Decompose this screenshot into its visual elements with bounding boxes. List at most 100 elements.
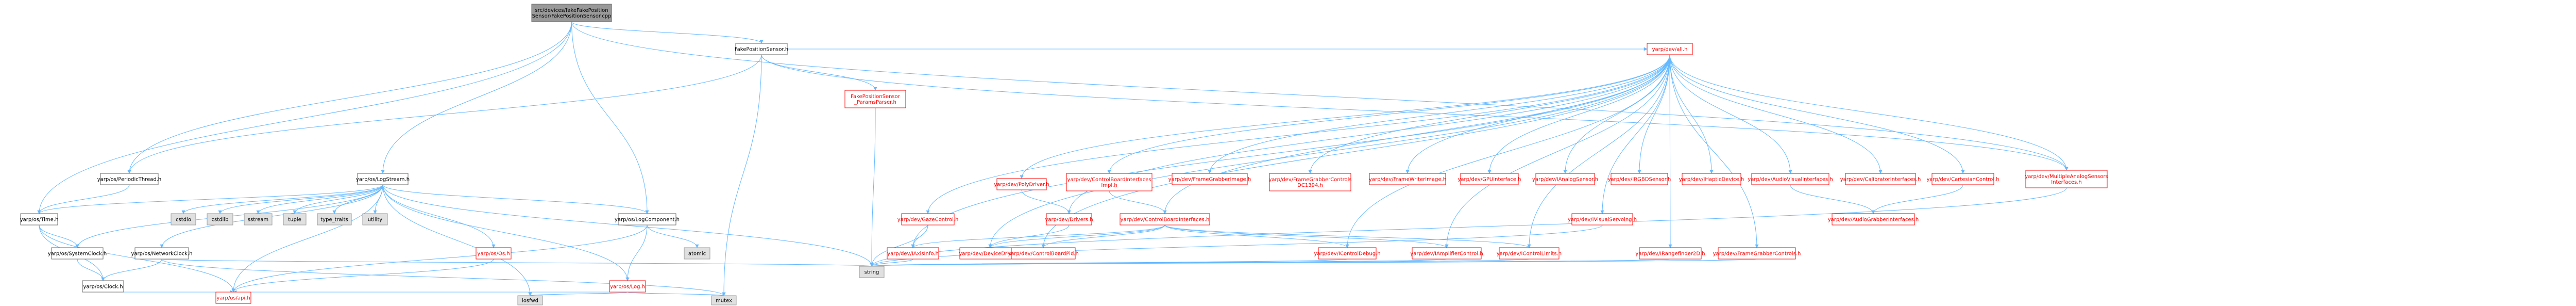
node-box xyxy=(1832,213,1915,226)
edge-root-to-multianalog xyxy=(571,21,2069,171)
node-framegrabberimage[interactable]: yarp/dev/FrameGrabberImage.h xyxy=(1168,173,1251,185)
node-calibrator[interactable]: yarp/dev/CalibratorInterfaces.h xyxy=(1840,173,1921,185)
edge-fps_h-to-fps_params xyxy=(761,54,877,91)
node-label: src/devices/fakeFakePosition xyxy=(535,8,608,13)
node-tuple: tuple xyxy=(283,213,307,226)
node-amplifiercontrol[interactable]: yarp/dev/IAmplifierControl.h xyxy=(1410,247,1483,260)
node-log[interactable]: yarp/os/Log.h xyxy=(609,280,646,293)
node-box xyxy=(1931,173,1994,185)
node-analogsensor[interactable]: yarp/dev/IAnalogSensor.h xyxy=(1532,173,1598,185)
node-box xyxy=(1535,173,1595,185)
node-box xyxy=(1647,43,1693,55)
node-os_h[interactable]: yarp/os/Os.h xyxy=(476,247,512,260)
node-box xyxy=(51,247,104,260)
node-box xyxy=(1682,173,1741,185)
node-iosfwd: iosfwd xyxy=(517,295,543,305)
node-box xyxy=(134,247,189,260)
node-gpuinterface[interactable]: yarp/dev/GPUInterface.h xyxy=(1458,173,1521,185)
node-framewriterimage[interactable]: yarp/dev/FrameWriterImage.h xyxy=(1369,173,1446,185)
edge-all_h-to-cartesian xyxy=(1669,54,1965,174)
edge-all_h-to-controldebug xyxy=(1345,54,1670,248)
node-root[interactable]: src/devices/fakeFakePositionSensor/FakeP… xyxy=(531,4,612,22)
node-hapticdevice[interactable]: yarp/dev/IHapticDevice.h xyxy=(1679,173,1744,185)
node-label: yarp/os/Os.h xyxy=(477,251,510,257)
node-box xyxy=(1369,173,1446,185)
node-label: yarp/os/NetworkClock.h xyxy=(131,251,192,257)
node-label: yarp/dev/ControlBoardInterfaces xyxy=(1067,177,1151,183)
node-rangefinder2d[interactable]: yarp/dev/IRangefinder2D.h xyxy=(1635,247,1705,260)
node-box xyxy=(1318,247,1377,260)
node-box xyxy=(357,173,409,185)
edge-root-to-fps_h xyxy=(571,21,764,44)
node-label: yarp/dev/IVisualServoing.h xyxy=(1568,217,1637,223)
edge-logcomponent-to-api xyxy=(231,224,648,293)
node-controldebug[interactable]: yarp/dev/IControlDebug.h xyxy=(1314,247,1381,260)
edge-fgcontrols-to-string xyxy=(871,259,1757,267)
node-box xyxy=(1066,173,1153,191)
node-label: yarp/dev/GazeControl.h xyxy=(897,217,959,223)
node-label: yarp/os/PeriodicThread.h xyxy=(97,177,162,183)
node-cartesian[interactable]: yarp/dev/CartesianControl.h xyxy=(1926,173,1999,185)
node-drivers[interactable]: yarp/dev/Drivers.h xyxy=(1045,213,1093,226)
node-box xyxy=(20,213,58,226)
node-box xyxy=(476,247,512,260)
node-label: yarp/dev/FrameGrabberControls.h xyxy=(1713,251,1801,257)
edge-all_h-to-framegrabberimage xyxy=(1208,54,1670,174)
node-label: Sensor/FakePositionSensor.cpp xyxy=(532,13,612,19)
node-logstream[interactable]: yarp/os/LogStream.h xyxy=(356,173,410,185)
edge-all_h-to-drivers xyxy=(1067,54,1670,214)
node-clock[interactable]: yarp/os/Clock.h xyxy=(82,280,124,293)
node-box xyxy=(100,173,159,185)
node-cbi[interactable]: yarp/dev/ControlBoardInterfaces.h xyxy=(1120,213,1210,226)
node-box xyxy=(317,213,352,226)
node-box xyxy=(618,213,676,226)
node-controllimits[interactable]: yarp/dev/IControlLimits.h xyxy=(1497,247,1562,260)
node-box xyxy=(362,213,388,226)
node-box xyxy=(207,213,233,226)
edge-logstream-to-tuple xyxy=(293,184,383,214)
node-string: string xyxy=(859,266,885,278)
edge-polydriver-to-drivers xyxy=(1021,189,1071,214)
edge-networkclock-to-clock xyxy=(101,259,162,281)
node-label: mutex xyxy=(716,298,732,304)
node-all_h[interactable]: yarp/dev/all.h xyxy=(1647,43,1693,55)
node-fps_params[interactable]: FakePositionSensor_ParamsParser.h xyxy=(844,90,906,108)
node-label: yarp/dev/ControlBoardPid.h xyxy=(1008,251,1079,257)
node-gazecontrol[interactable]: yarp/dev/GazeControl.h xyxy=(897,213,959,226)
node-box xyxy=(531,4,612,22)
node-audiograbber[interactable]: yarp/dev/AudioGrabberInterfaces.h xyxy=(1828,213,1919,226)
node-label: cstdlib xyxy=(212,217,229,223)
node-logcomponent[interactable]: yarp/os/LogComponent.h xyxy=(615,213,680,226)
node-axisinfo[interactable]: yarp/dev/IAxisInfo.h xyxy=(887,247,939,260)
node-sstream: sstream xyxy=(244,213,273,226)
node-label: yarp/os/LogStream.h xyxy=(356,177,410,183)
node-networkclock[interactable]: yarp/os/NetworkClock.h xyxy=(131,247,193,260)
node-systemclock[interactable]: yarp/os/SystemClock.h xyxy=(48,247,107,260)
node-fps_h[interactable]: FakePositionSensor.h xyxy=(735,43,788,55)
node-polydriver[interactable]: yarp/dev/PolyDriver.h xyxy=(994,178,1049,190)
node-visualservoing[interactable]: yarp/dev/IVisualServoing.h xyxy=(1568,213,1637,226)
edge-all_h-to-analogsensor xyxy=(1563,54,1670,174)
node-box xyxy=(1718,247,1796,260)
node-box xyxy=(996,178,1047,190)
node-multianalog[interactable]: yarp/dev/MultipleAnalogSensorsInterfaces… xyxy=(2025,170,2108,188)
node-rgbdsensor[interactable]: yarp/dev/IRGBDSensor.h xyxy=(1608,173,1671,185)
node-cbpid[interactable]: yarp/dev/ControlBoardPid.h xyxy=(1008,247,1079,260)
node-periodicthread[interactable]: yarp/os/PeriodicThread.h xyxy=(97,173,162,185)
node-label: yarp/dev/IRGBDSensor.h xyxy=(1608,177,1671,183)
node-fgcontrols[interactable]: yarp/dev/FrameGrabberControls.h xyxy=(1713,247,1801,260)
node-time[interactable]: yarp/os/Time.h xyxy=(20,213,59,226)
node-box xyxy=(1120,213,1210,226)
edge-cbi-to-controllimits xyxy=(1164,224,1531,248)
node-label: yarp/dev/FrameGrabberImage.h xyxy=(1168,177,1251,183)
edge-all_h-to-cbpid xyxy=(1041,54,1670,248)
node-api[interactable]: yarp/os/api.h xyxy=(215,292,251,304)
node-audiovisual[interactable]: yarp/dev/AudioVisualInterfaces.h xyxy=(1748,173,1833,185)
node-box xyxy=(2025,170,2108,188)
edge-all_h-to-multianalog xyxy=(1669,54,2069,171)
node-label: iosfwd xyxy=(522,298,538,304)
edge-all_h-to-controllimits xyxy=(1527,54,1670,248)
edge-periodicthread-to-time xyxy=(37,184,130,214)
